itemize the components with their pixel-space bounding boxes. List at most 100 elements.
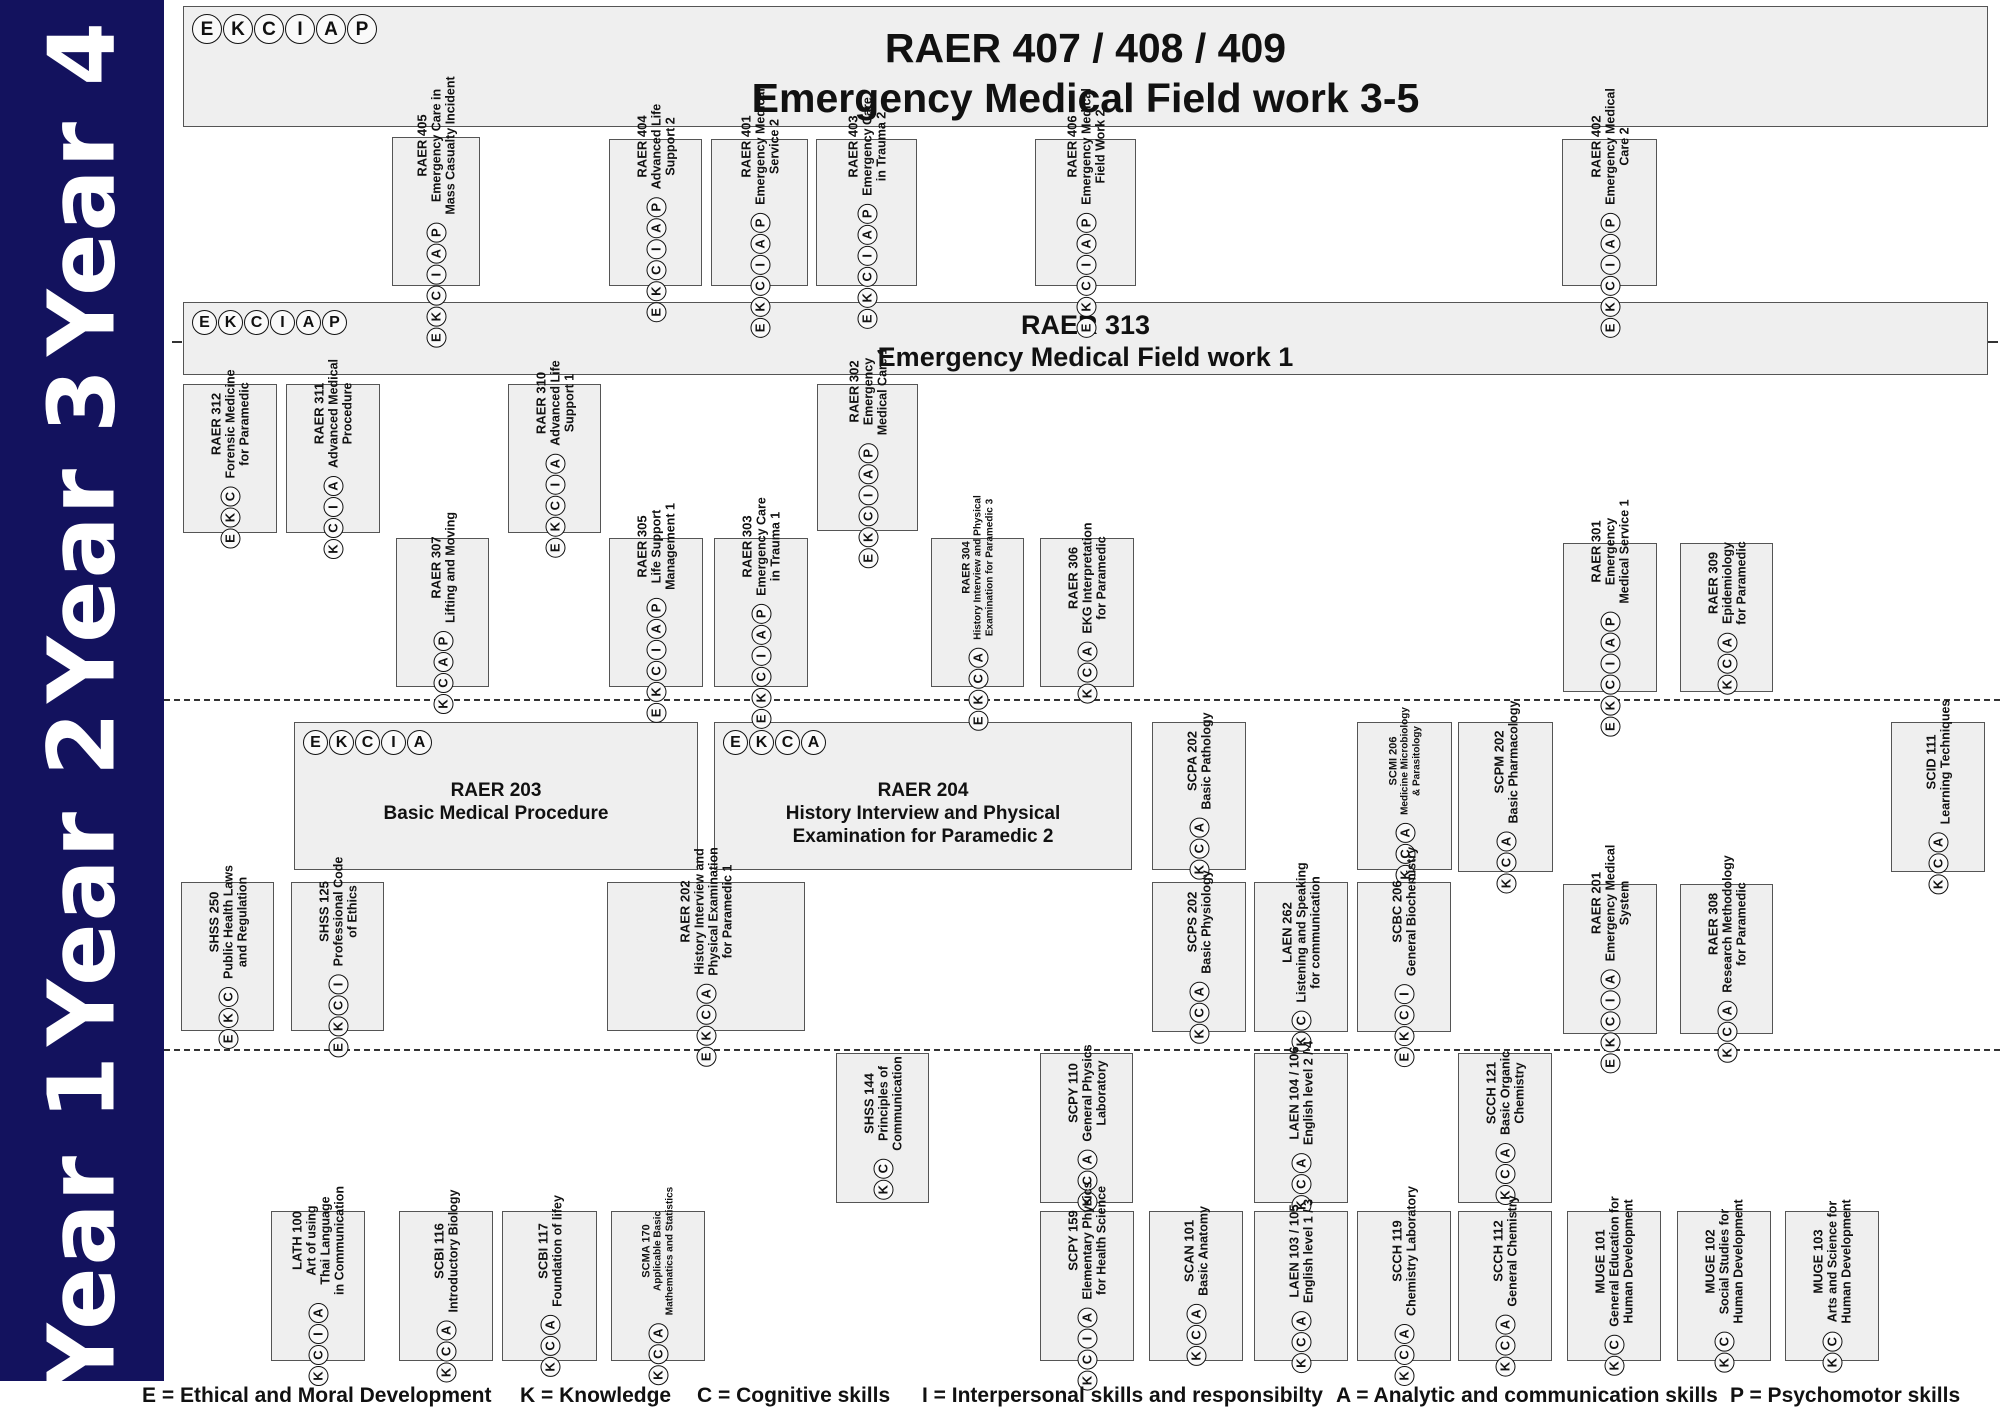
course-title: Medicine Microbiology & Parasitology (1399, 707, 1422, 815)
course-code: SCPM 202 (1491, 730, 1506, 794)
skill-tag-a: A (1716, 1000, 1737, 1021)
skill-tag-i: I (646, 639, 666, 660)
skill-tag-k: K (1822, 1352, 1842, 1373)
course-raer203-code: RAER 203 (450, 780, 542, 801)
course-title: Emergency Care in Trauma 1 (754, 496, 783, 596)
skill-tag-a: A (1495, 1314, 1515, 1335)
legend-e: E = Ethical and Moral Development (142, 1384, 492, 1407)
skill-tag-c: C (648, 1344, 668, 1365)
course-code: RAER 301 (1588, 519, 1604, 583)
skill-tag-a: A (1495, 1143, 1515, 1164)
skill-tag-p: P (751, 603, 771, 624)
skill-tag-c: C (426, 285, 446, 306)
course-code: MUGE 102 (1702, 1229, 1718, 1294)
skill-tag-i: I (1394, 984, 1414, 1005)
course-title: English level 2 / 4 (1301, 1040, 1316, 1146)
course-title: EKG Interpretation for Paramedic (1080, 521, 1109, 634)
skill-tag-e: E (426, 327, 446, 348)
legend-i: I = Interpersonal skills and responsibil… (922, 1384, 1323, 1407)
skill-tag-p: P (432, 630, 453, 651)
course-title: General Physics Laboratory (1080, 1044, 1108, 1142)
course-code: SCMI 206 (1387, 736, 1399, 786)
course-code: SCBI 116 (431, 1223, 447, 1279)
skill-tag-i: I (645, 238, 666, 259)
course-title: Epidemiology for Paramedic (1720, 540, 1748, 625)
course-title: Research Methodology for Paramedic (1720, 855, 1748, 993)
skill-tag-k: K (1077, 683, 1097, 704)
course-code: RAER 309 (1705, 551, 1720, 614)
skill-tag-k: K (217, 1007, 238, 1028)
skill-tag-i: I (1600, 653, 1620, 674)
legend-a: A = Analytic and communication skills (1336, 1384, 1718, 1407)
course-title: Basic Pathology (1199, 712, 1214, 810)
skill-tag-c: C (1600, 1011, 1620, 1032)
skill-tag-k: K (223, 14, 253, 44)
skill-tag-c: C (775, 730, 800, 755)
fieldwork-3-5-title: Emergency Medical Field work 3-5 (751, 75, 1420, 121)
skill-tag-k: K (646, 681, 666, 702)
course-code: SCPS 202 (1184, 891, 1200, 953)
skill-tag-i: I (308, 1324, 328, 1345)
course-code: SCPY 110 (1065, 1063, 1080, 1123)
skill-tag-a: A (1600, 969, 1620, 990)
course-code: LAEN 262 (1279, 902, 1295, 963)
skill-tag-a: A (1077, 1307, 1097, 1328)
skill-tag-a: A (539, 1314, 560, 1335)
skill-tag-p: P (1075, 212, 1096, 233)
course-code: SCMA 170 (640, 1224, 653, 1278)
skill-tag-c: C (539, 1335, 560, 1356)
skill-tag-c: C (544, 495, 565, 516)
skill-tag-a: A (316, 14, 346, 44)
skill-tag-a: A (648, 1323, 668, 1344)
course-code: SCPA 202 (1184, 731, 1200, 791)
skill-tag-i: I (749, 254, 770, 275)
skill-tag-c: C (645, 259, 666, 280)
skill-tag-p: P (322, 310, 347, 335)
skill-tag-a: A (751, 624, 771, 645)
skill-tag-e: E (192, 310, 217, 335)
skill-tag-c: C (308, 1345, 328, 1366)
skill-tag-a: A (801, 730, 826, 755)
course-title: Listening and Speaking for communication (1294, 862, 1323, 1003)
legend-c: C = Cognitive skills (697, 1384, 891, 1407)
